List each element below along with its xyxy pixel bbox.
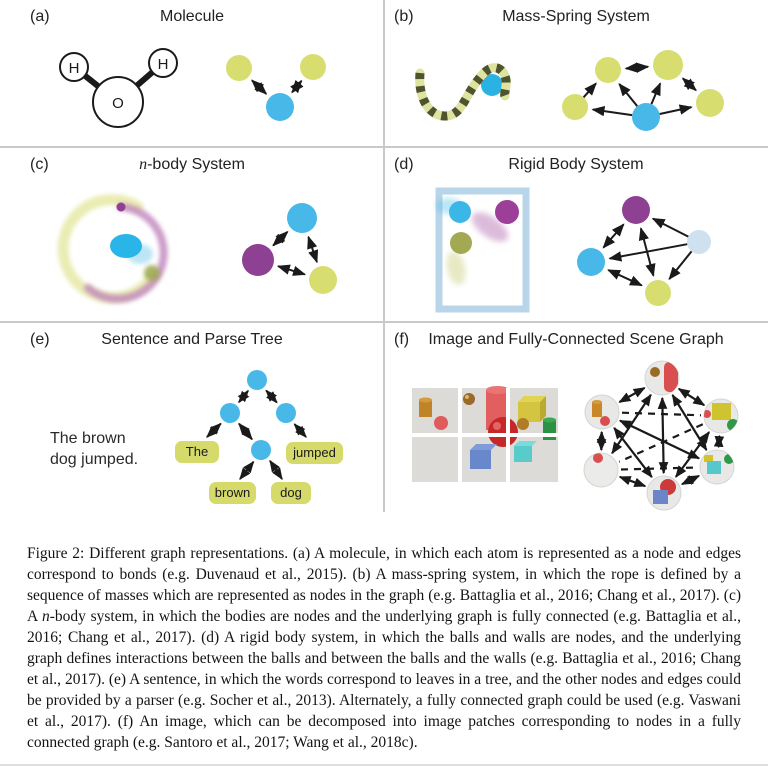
atom-label-o: O (112, 95, 124, 112)
rigid-body-graph (577, 196, 711, 306)
atom-label-h1: H (69, 60, 80, 77)
atom-label-h2: H (158, 56, 169, 73)
ball-blue (449, 201, 471, 223)
mass-spring-panel-art (415, 50, 724, 131)
svg-text:brown: brown (215, 485, 250, 500)
graph-node-yellow (226, 55, 252, 81)
sentence-line-2: dog jumped. (50, 451, 139, 468)
panel-f-title: Image and Fully-Connected Scene Graph (428, 331, 724, 348)
page-bottom-rule (0, 764, 768, 766)
graph-node-blue (577, 248, 605, 276)
graph-node-yellow (645, 280, 671, 306)
tree-node (251, 440, 271, 460)
orbiting-body-blue (110, 234, 142, 258)
sentence-text: The brown dog jumped. (50, 428, 138, 470)
clevr-image (412, 386, 558, 482)
graph-node-yellow (595, 57, 621, 83)
molecule-panel-art: H H O (59, 48, 326, 128)
leaf-jumped: jumped (286, 442, 343, 464)
panel-d-title: Rigid Body System (508, 156, 644, 173)
nbody-panel-art (57, 194, 337, 304)
graph-node-blue (632, 103, 660, 131)
orbiting-body-olive (144, 265, 160, 281)
nbody-graph (242, 203, 337, 294)
walled-box-scene (435, 187, 530, 313)
graph-node-yellow (653, 50, 683, 80)
panel-a-title: Molecule (159, 8, 225, 25)
scene-graph-edges (596, 386, 725, 488)
leaf-the: The (175, 441, 219, 463)
row-divider-2 (0, 321, 768, 323)
panel-c-label: (c) (30, 156, 49, 173)
graph-node-blue (266, 93, 294, 121)
panel-b-label: (b) (394, 8, 414, 25)
svg-text:jumped: jumped (292, 445, 336, 460)
water-molecule-structure: H H O (59, 48, 178, 128)
ball-olive (450, 232, 472, 254)
rope-mass-ball (481, 74, 503, 96)
panel-a-label: (a) (30, 8, 50, 25)
tree-node-root (247, 370, 267, 390)
scene-graph-patch-nodes (583, 360, 739, 511)
graph-node-wall (687, 230, 711, 254)
molecule-graph (226, 54, 326, 121)
rope-art (415, 63, 511, 121)
parse-tree-graph: The brown dog jumped (175, 370, 343, 504)
panel-d-label: (d) (394, 156, 414, 173)
panel-b-title: Mass-Spring System (502, 8, 650, 25)
parse-tree-panel-art: The brown dog jumped (175, 370, 343, 504)
graph-node-purple (622, 196, 650, 224)
vertical-divider (383, 0, 385, 512)
tree-node (220, 403, 240, 423)
panel-e-title: Sentence and Parse Tree (101, 331, 283, 348)
orbit-trails-art (57, 194, 168, 304)
graph-node-yellow (309, 266, 337, 294)
graph-node-blue (287, 203, 317, 233)
scene-panel-art (412, 360, 739, 511)
panel-e-label: (e) (30, 331, 50, 348)
graph-node-yellow (562, 94, 588, 120)
panel-f-label: (f) (394, 331, 410, 348)
svg-text:The: The (186, 444, 208, 459)
leaf-dog: dog (271, 482, 311, 504)
graph-node-yellow (696, 89, 724, 117)
rigid-body-panel-art (435, 187, 711, 313)
graph-node-purple (242, 244, 274, 276)
sentence-line-1: The brown (50, 430, 126, 447)
figure-caption: Figure 2: Different graph representation… (27, 544, 741, 751)
svg-text:dog: dog (280, 485, 302, 500)
mass-spring-graph (562, 50, 724, 131)
ball-purple (495, 200, 519, 224)
leaf-brown: brown (209, 482, 256, 504)
graph-node-yellow (300, 54, 326, 80)
tree-node (276, 403, 296, 423)
panel-c-title: n-body System (139, 156, 245, 173)
row-divider-1 (0, 146, 768, 148)
